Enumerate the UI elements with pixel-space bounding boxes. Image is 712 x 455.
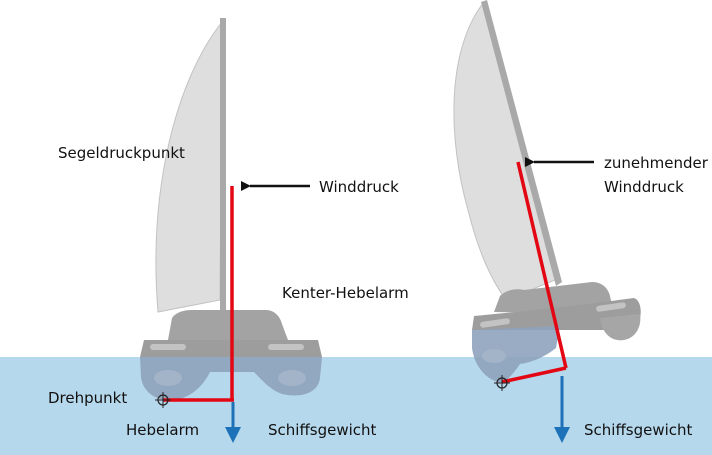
label-counter-lever-arm: Hebelarm xyxy=(126,421,199,439)
right-sail xyxy=(453,0,561,301)
left-weight-arrow xyxy=(225,402,241,443)
label-lever-arm: Kenter-Hebelarm xyxy=(282,284,409,302)
right-mast xyxy=(481,0,562,286)
label-increasing-wind-line2: Winddruck xyxy=(604,178,684,196)
left-mast xyxy=(220,18,226,316)
right-raised-hull xyxy=(600,314,641,341)
label-ship-weight-right: Schiffsgewicht xyxy=(584,421,693,439)
label-ship-weight-left: Schiffsgewicht xyxy=(268,421,377,439)
left-sail xyxy=(155,20,223,313)
heeling-boat xyxy=(453,0,641,443)
water-surface xyxy=(0,357,712,455)
right-weight-arrow xyxy=(554,376,570,443)
right-lever-diagonal xyxy=(516,161,568,369)
left-cabin xyxy=(168,310,288,340)
right-lever-horizontal xyxy=(501,366,567,384)
label-increasing-wind-line1: zunehmender xyxy=(604,154,709,172)
left-hull-underwater xyxy=(140,357,322,401)
right-hull-underwater xyxy=(472,326,560,383)
right-pivot-crosshair-icon xyxy=(494,375,510,391)
upright-boat xyxy=(140,18,322,443)
left-pivot-crosshair-icon xyxy=(155,392,171,408)
label-pivot-point: Drehpunkt xyxy=(48,389,127,407)
label-wind-pressure: Winddruck xyxy=(319,178,399,196)
label-sail-pressure-point: Segeldruckpunkt xyxy=(58,144,185,162)
